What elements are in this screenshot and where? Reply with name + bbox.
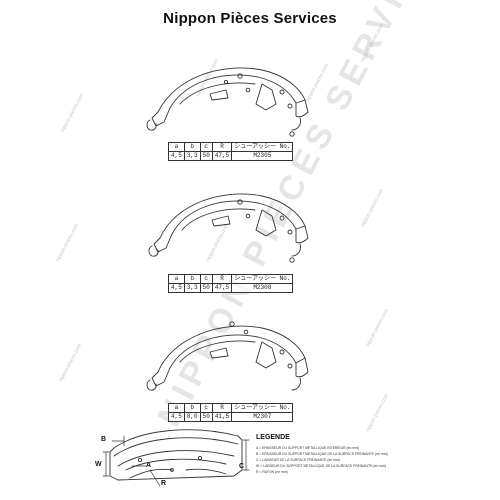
table-cell: 4,5 xyxy=(168,151,185,161)
table-header-cell: a xyxy=(168,403,185,413)
dimension-label-w: W xyxy=(95,461,102,468)
table-header-row: a b c R シューアッシー No. xyxy=(168,403,294,413)
table-cell: 8,0 xyxy=(183,412,201,422)
legend-item: W = LARGEUR DU SUPPORT METALLIQUE DE LA … xyxy=(256,464,386,468)
table-header-row: a b c R シューアッシー No. xyxy=(168,142,294,152)
table-header-cell: R xyxy=(211,142,233,152)
table-header-cell: シューアッシー No. xyxy=(231,403,294,413)
table-header-cell: c xyxy=(199,403,213,413)
legend-title: LEGENDE xyxy=(256,434,290,441)
brake-shoe-drawing-1 xyxy=(146,67,309,137)
table-cell: 41,5 xyxy=(211,412,233,422)
brake-shoe-drawing-2 xyxy=(148,193,309,263)
table-cell: 47,5 xyxy=(211,151,233,161)
brand-title: Nippon Pièces Services xyxy=(163,10,337,27)
brake-shoe-drawing-3 xyxy=(146,321,309,391)
table-header-cell: c xyxy=(199,142,213,152)
table-row: 4,5 3,3 50 47,5 M2308 xyxy=(168,283,294,293)
table-cell: M2305 xyxy=(231,151,294,161)
dimension-label-a: A xyxy=(146,462,152,469)
legend-item: B = EPAISSEUR DU SUPPORT METALLIQUE DE L… xyxy=(256,452,388,456)
table-header-cell: a xyxy=(168,142,185,152)
table-header-cell: b xyxy=(183,274,201,284)
table-cell: 50 xyxy=(199,283,213,293)
table-cell: 3,3 xyxy=(183,283,201,293)
dimension-label-c: C xyxy=(239,463,245,470)
table-header-cell: b xyxy=(183,403,201,413)
table-cell: 47,5 xyxy=(211,283,233,293)
table-cell: 50 xyxy=(199,412,213,422)
table-cell: 4,5 xyxy=(168,412,185,422)
table-header-row: a b c R シューアッシー No. xyxy=(168,274,294,284)
spec-table-3: a b c R シューアッシー No. 4,5 8,0 50 41,5 M230… xyxy=(168,403,294,422)
table-cell: M2308 xyxy=(231,283,294,293)
table-cell: 50 xyxy=(199,151,213,161)
table-cell: 4,5 xyxy=(168,283,185,293)
table-header-cell: b xyxy=(183,142,201,152)
dimension-diagram xyxy=(102,429,250,487)
table-cell: 3,3 xyxy=(183,151,201,161)
table-row: 4,5 3,3 50 47,5 M2305 xyxy=(168,151,294,161)
table-header-cell: a xyxy=(168,274,185,284)
legend-item: C = LARGEUR DE LA SURFACE FREINANTE (en … xyxy=(256,458,340,462)
table-header-cell: c xyxy=(199,274,213,284)
table-header-cell: R xyxy=(211,274,233,284)
dimension-label-r: R xyxy=(161,480,167,487)
legend-item: R = RAYON (en mm) xyxy=(256,470,288,474)
spec-table-1: a b c R シューアッシー No. 4,5 3,3 50 47,5 M230… xyxy=(168,142,294,161)
table-header-cell: R xyxy=(211,403,233,413)
legend-item: A = EPAISSEUR DU SUPPORT METALLIQUE INTE… xyxy=(256,446,360,450)
table-cell: M2307 xyxy=(231,412,294,422)
spec-table-2: a b c R シューアッシー No. 4,5 3,3 50 47,5 M230… xyxy=(168,274,294,293)
table-row: 4,5 8,0 50 41,5 M2307 xyxy=(168,412,294,422)
dimension-label-b: B xyxy=(101,436,107,443)
table-header-cell: シューアッシー No. xyxy=(231,142,294,152)
table-header-cell: シューアッシー No. xyxy=(231,274,294,284)
